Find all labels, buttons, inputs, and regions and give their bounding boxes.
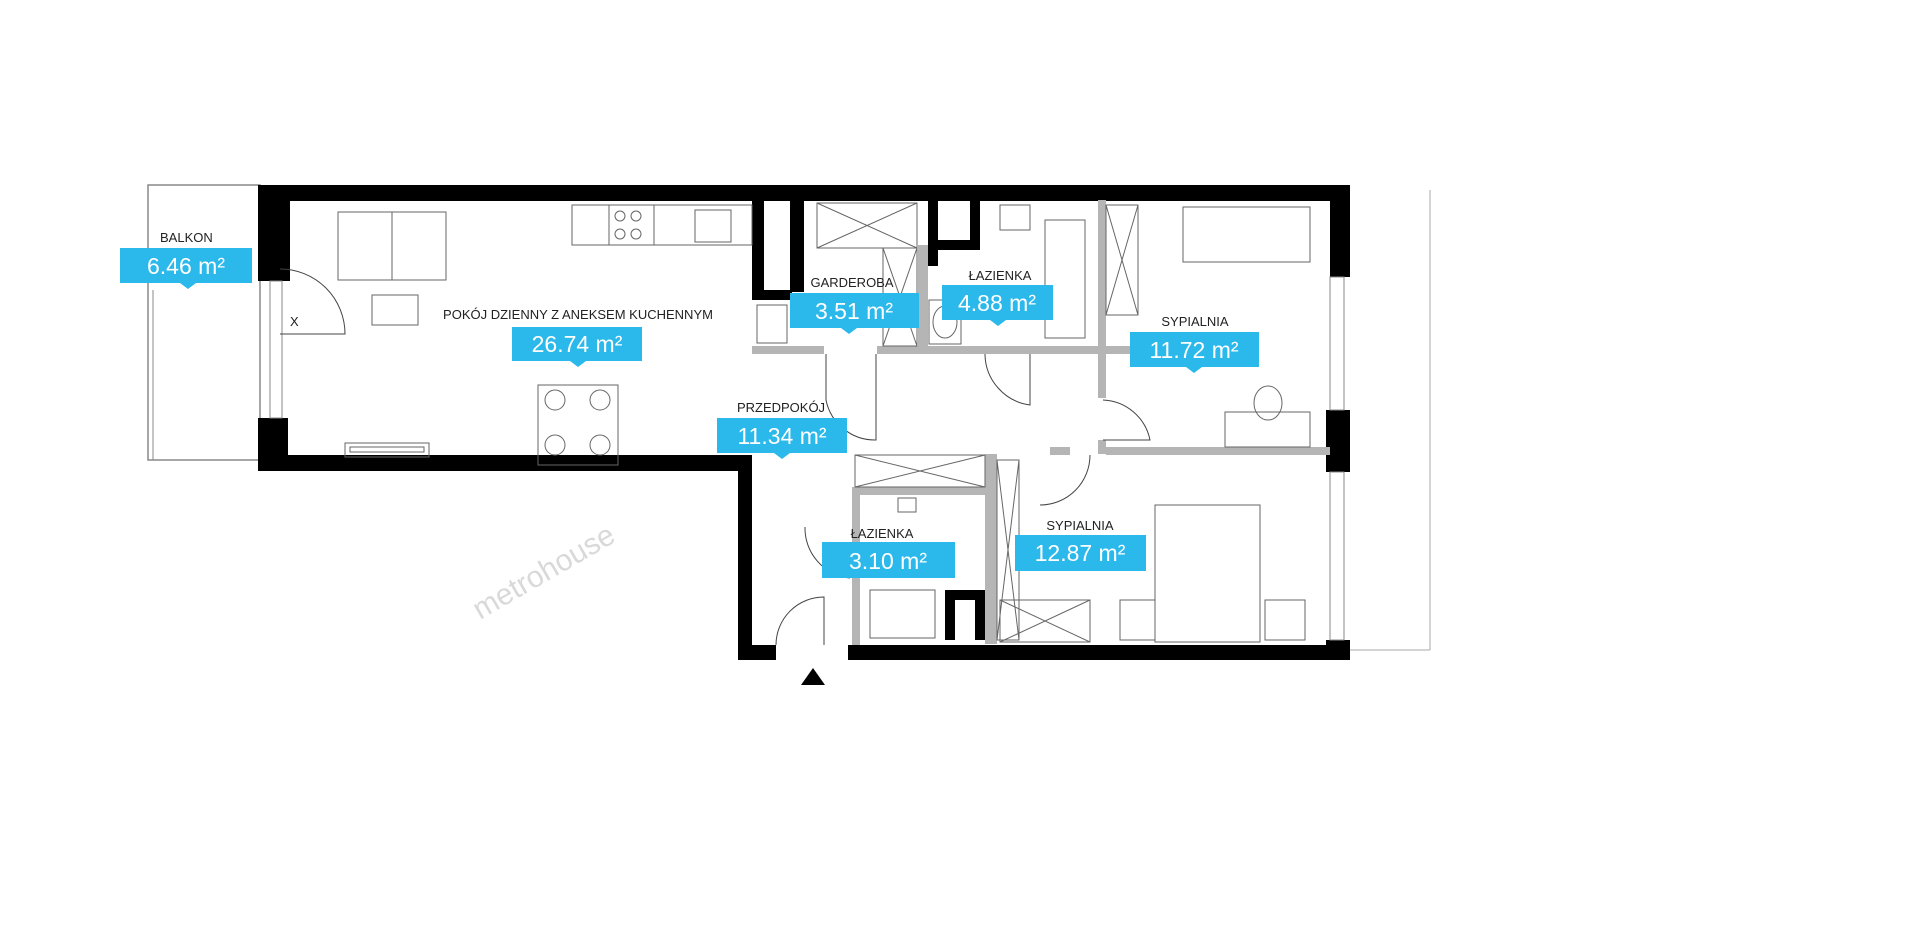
- room-area: 3.10 m²: [849, 548, 927, 574]
- room-name: ŁAZIENKA: [851, 526, 914, 541]
- interior-partitions: [752, 200, 1330, 645]
- watermark: metrohouse: [467, 518, 621, 626]
- room-name: BALKON: [160, 230, 213, 245]
- room-label-garderoba: GARDEROBA 3.51 m²: [790, 275, 919, 334]
- room-name: POKÓJ DZIENNY Z ANEKSEM KUCHENNYM: [443, 307, 713, 322]
- room-area: 6.46 m²: [147, 253, 225, 279]
- room-label-przedpokoj: PRZEDPOKÓJ 11.34 m²: [717, 400, 847, 459]
- exterior-walls: [258, 185, 1350, 660]
- room-name: SYPIALNIA: [1046, 518, 1114, 533]
- room-area: 26.74 m²: [532, 331, 623, 357]
- room-label-sypialnia-2: SYPIALNIA 12.87 m²: [1015, 518, 1146, 571]
- room-area: 12.87 m²: [1035, 540, 1126, 566]
- room-name: PRZEDPOKÓJ: [737, 400, 825, 415]
- entrance-marker-icon: [801, 668, 825, 685]
- room-label-lazienka-1: ŁAZIENKA 4.88 m²: [942, 268, 1053, 326]
- room-area: 11.34 m²: [737, 423, 826, 449]
- room-name: GARDEROBA: [810, 275, 893, 290]
- windows: [269, 190, 1431, 651]
- balcony-outline: [147, 184, 261, 461]
- room-area: 4.88 m²: [958, 290, 1036, 316]
- window-marker: X: [290, 314, 299, 329]
- room-area: 11.72 m²: [1149, 337, 1238, 363]
- room-name: SYPIALNIA: [1161, 314, 1229, 329]
- room-label-lazienka-2: ŁAZIENKA 3.10 m²: [822, 526, 955, 578]
- room-area: 3.51 m²: [815, 298, 893, 324]
- room-name: ŁAZIENKA: [969, 268, 1032, 283]
- room-label-sypialnia-1: SYPIALNIA 11.72 m²: [1130, 314, 1259, 373]
- room-label-balkon: BALKON 6.46 m²: [120, 230, 252, 289]
- room-label-living-room: POKÓJ DZIENNY Z ANEKSEM KUCHENNYM 26.74 …: [443, 307, 713, 367]
